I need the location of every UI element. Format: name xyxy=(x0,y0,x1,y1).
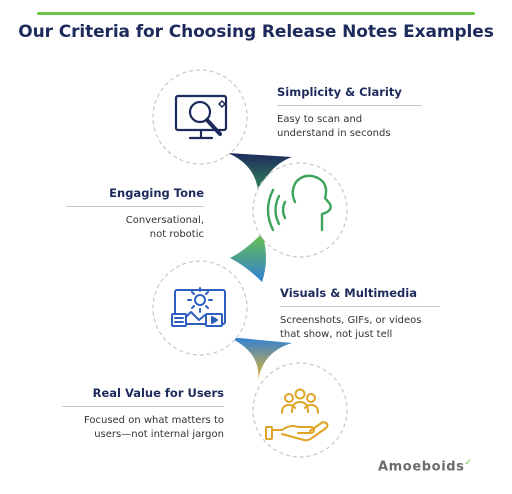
criterion-tone: Engaging Tone Conversational, not roboti… xyxy=(66,186,204,242)
criterion-description-line: Easy to scan and xyxy=(277,114,363,125)
criterion-description-line: Conversational, xyxy=(125,215,204,226)
connector-1 xyxy=(228,153,292,205)
criterion-heading: Real Value for Users xyxy=(92,386,224,400)
circle-tone xyxy=(252,162,348,258)
divider xyxy=(277,105,422,106)
criterion-value: Real Value for Users Focused on what mat… xyxy=(62,386,224,442)
brand-logo: Amoeboids✓ xyxy=(378,458,473,474)
criterion-heading: Simplicity & Clarity xyxy=(277,85,402,99)
criterion-description-line: understand in seconds xyxy=(277,128,391,139)
brand-tick-icon: ✓ xyxy=(464,458,473,468)
criterion-description-line: users—not internal jargon xyxy=(94,429,224,440)
criterion-heading: Visuals & Multimedia xyxy=(280,286,417,300)
criterion-description-line: not robotic xyxy=(149,229,204,240)
brand-name: Amoeboids xyxy=(378,459,465,475)
divider xyxy=(66,206,204,207)
criterion-description-line: Focused on what matters to xyxy=(83,415,224,426)
circle-value xyxy=(252,362,348,458)
criterion-heading: Engaging Tone xyxy=(109,186,204,200)
page-title: Our Criteria for Choosing Release Notes … xyxy=(18,22,494,42)
connector-2 xyxy=(230,233,266,282)
criterion-simplicity: Simplicity & Clarity Easy to scan and un… xyxy=(277,85,422,141)
divider xyxy=(62,406,224,407)
divider xyxy=(280,306,440,307)
speaking-head-icon xyxy=(266,174,332,232)
media-gear-icon xyxy=(171,287,226,327)
connector-3 xyxy=(228,337,292,382)
criterion-description-line: Screenshots, GIFs, or videos xyxy=(280,315,422,326)
magnifier-monitor-icon xyxy=(174,94,228,140)
criterion-visuals: Visuals & Multimedia Screenshots, GIFs, … xyxy=(280,286,440,342)
hand-users-icon xyxy=(265,388,329,442)
criterion-description-line: that show, not just tell xyxy=(280,329,393,340)
top-accent-line xyxy=(37,12,475,15)
